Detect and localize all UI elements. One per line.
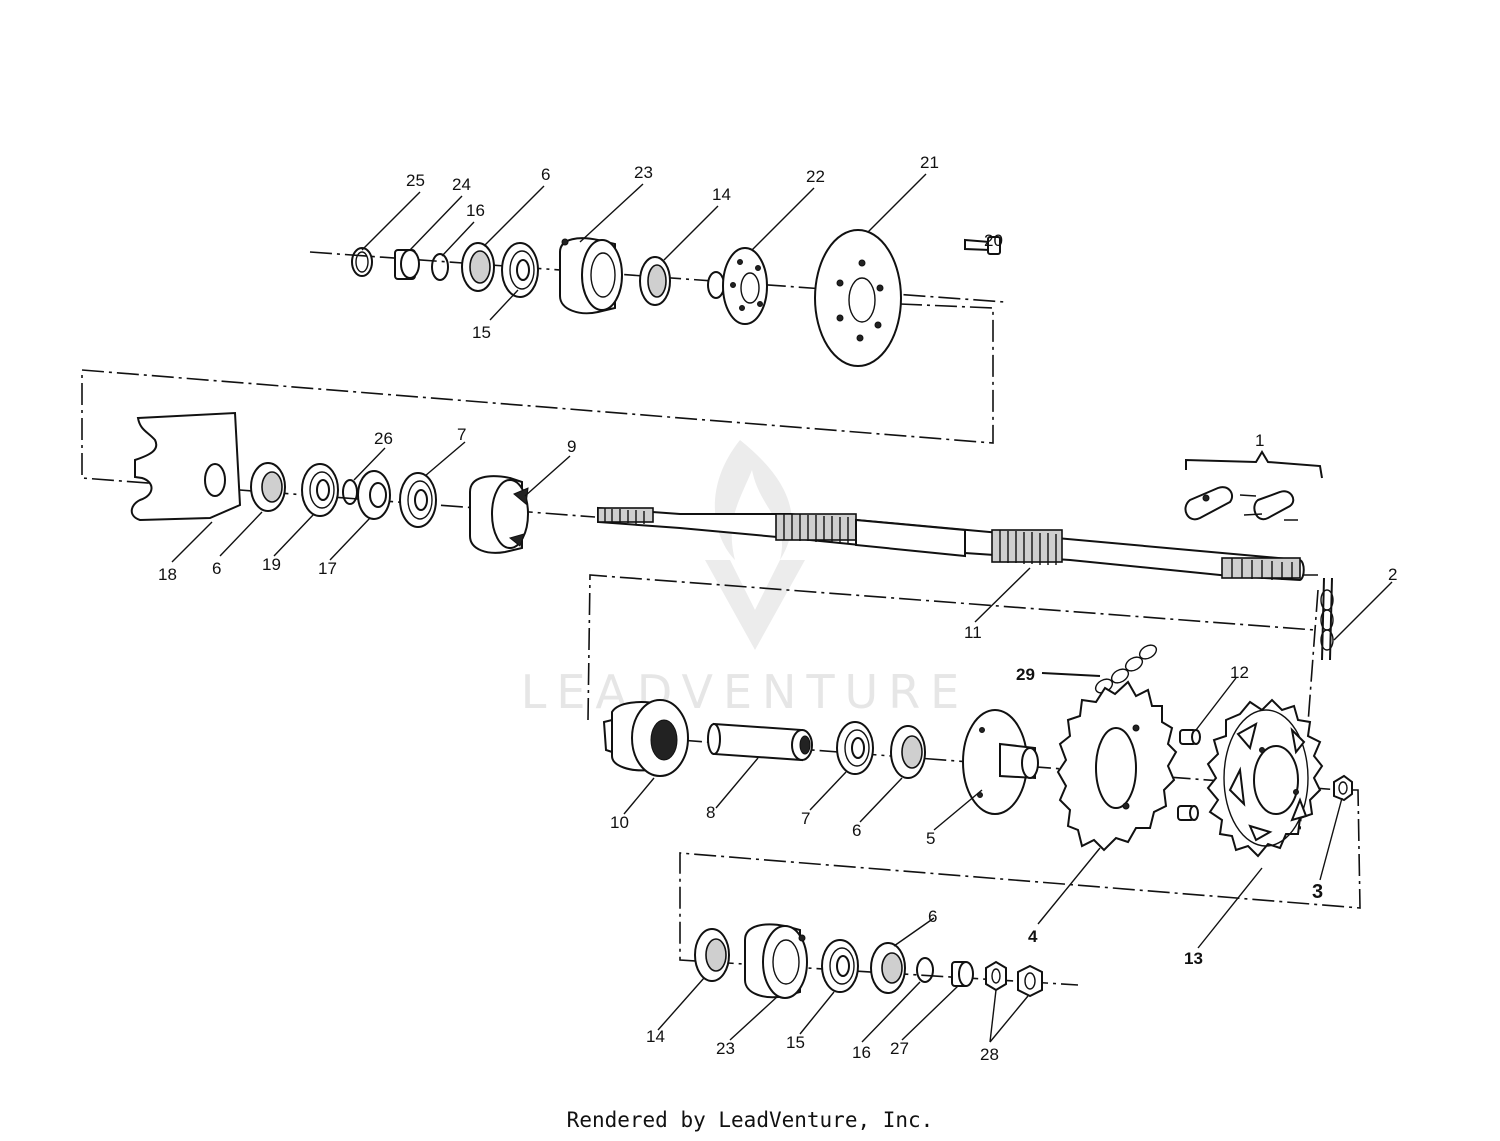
spacer-tube-8 [707,722,813,762]
spacer-27 [951,961,974,987]
callout-11: 11 [964,623,982,642]
bottom-row-parts [694,923,1043,999]
callout-4: 4 [1028,927,1038,946]
callout-16: 16 [466,201,485,220]
bearing-housing-23 [559,237,623,315]
seal-14-bottom [694,928,730,982]
seal-14 [639,256,671,306]
master-link-kit-1 [1184,450,1323,521]
chain-2 [1320,577,1334,661]
nut-3 [1333,774,1353,802]
callout-28: 28 [980,1045,999,1064]
brake-disc-21 [814,229,902,367]
bearing-15-bottom [821,939,859,993]
callout-21: 21 [920,153,939,172]
spacer-24 [394,249,420,280]
callout-5: 5 [926,829,935,848]
footer-credit: Rendered by LeadVenture, Inc. [566,1108,934,1132]
bracket-hole [204,463,226,497]
callout-6: 6 [212,559,221,578]
top-row-parts [351,229,1001,367]
callout-7: 7 [457,425,466,444]
seal-6-bottom [870,942,906,994]
seal-6 [461,242,495,292]
bracket-18 [130,411,242,522]
callout-12: 12 [1230,663,1249,682]
sprocket-4 [1056,680,1178,852]
watermark: LEADVENTURE [521,440,970,719]
callout-6: 6 [541,165,550,184]
callout-2: 2 [1388,565,1397,584]
callout-26: 26 [374,429,393,448]
bearing-housing-23-bottom [744,923,808,999]
seal-6-lower [890,725,926,779]
bearing-housing-9 [469,475,529,554]
leader-lines [171,173,1393,1043]
callout-6: 6 [928,907,937,926]
callout-27: 27 [890,1039,909,1058]
carrier-housing-10 [602,699,689,777]
callout-14: 14 [712,185,731,204]
callout-17: 17 [318,559,337,578]
bearing-15 [501,242,539,298]
callout-labels: 25 24 16 6 23 14 22 21 20 15 26 7 9 1 18… [158,153,1397,1064]
callout-15: 15 [786,1033,805,1052]
callout-9: 9 [567,437,576,456]
callout-25: 25 [406,171,425,190]
callout-1: 1 [1255,431,1264,450]
callout-23: 23 [716,1039,735,1058]
bushing-12 [1177,729,1201,821]
bearing-7-lower [836,721,874,775]
callout-19: 19 [262,555,281,574]
seal-6-middle [250,462,286,512]
callout-22: 22 [806,167,825,186]
callout-10: 10 [610,813,629,832]
sprocket-13 [1206,698,1324,858]
sprocket-row-parts [602,680,1353,858]
callout-15: 15 [472,323,491,342]
o-ring-26 [342,479,358,505]
o-ring-16-bottom [916,957,934,983]
callout-23: 23 [634,163,653,182]
callout-13: 13 [1184,949,1203,968]
bearing-19 [301,463,339,517]
callout-16: 16 [852,1043,871,1062]
o-ring-16 [431,253,449,281]
watermark-text: LEADVENTURE [521,665,970,719]
axle-shaft-11 [597,506,1305,582]
hub-22 [707,247,768,325]
callout-8: 8 [706,803,715,822]
assembly-lines [81,251,1361,986]
callout-6: 6 [852,821,861,840]
nuts-28 [985,960,1043,998]
callout-7: 7 [801,809,810,828]
callout-20: 20 [984,231,1003,250]
callout-3: 3 [1312,881,1323,903]
callout-14: 14 [646,1027,665,1046]
bolt-20 [964,236,1001,255]
callout-24: 24 [452,175,471,194]
bearing-7-middle [399,472,437,528]
snap-ring-25 [351,247,373,277]
callout-29: 29 [1016,665,1035,684]
sprocket-hub-5 [962,709,1039,815]
middle-row-parts [130,411,1305,582]
callout-18: 18 [158,565,177,584]
spacer-17 [357,470,391,520]
